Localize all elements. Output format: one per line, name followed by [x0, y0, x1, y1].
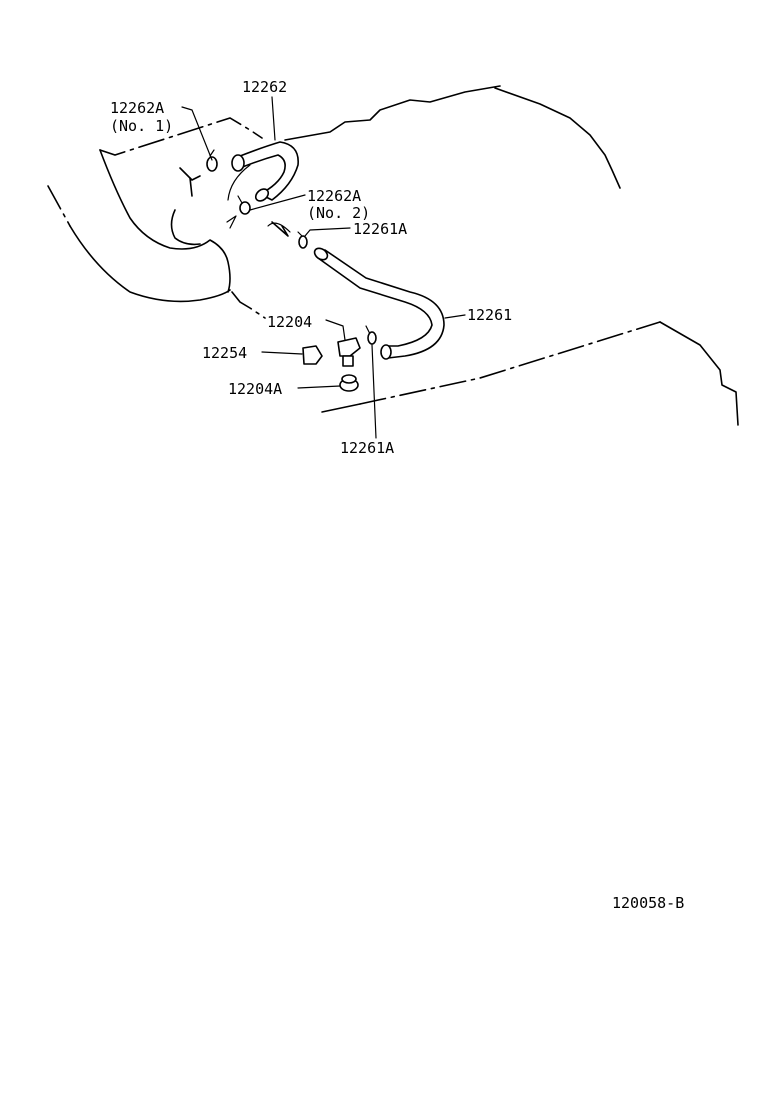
hose-12261 — [313, 247, 445, 360]
label-12261: 12261 — [467, 306, 512, 324]
grommet-12204a — [339, 374, 359, 392]
left-outline — [47, 185, 266, 319]
label-12261a-bottom: 12261A — [340, 439, 394, 457]
label-12254: 12254 — [202, 344, 247, 362]
leader-lines — [181, 96, 466, 439]
label-12204a: 12204A — [228, 380, 282, 398]
engine-outline — [99, 85, 621, 293]
part-12254 — [302, 345, 323, 365]
label-12261a-top: 12261A — [353, 220, 407, 238]
label-12204: 12204 — [267, 313, 312, 331]
pipe-small — [267, 221, 308, 249]
reference-code: 120058-B — [612, 894, 684, 912]
lower-outline — [321, 321, 739, 426]
clamp-12262a-no2 — [226, 195, 251, 229]
label-12262a-no1: 12262A — [110, 99, 164, 117]
label-12262a-no2: 12262A — [307, 187, 361, 205]
clamp-12262a-no1 — [206, 149, 218, 172]
label-no2: (No. 2) — [307, 204, 370, 222]
valve-12204 — [337, 325, 377, 367]
hose-12262 — [227, 141, 299, 202]
label-12262: 12262 — [242, 78, 287, 96]
label-no1: (No. 1) — [110, 117, 173, 135]
